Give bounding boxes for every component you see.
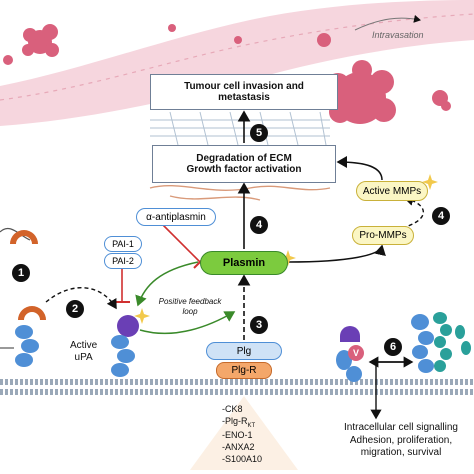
active-upa-line-1: Active: [70, 340, 98, 351]
step-4-mmp-badge: 4: [432, 207, 450, 225]
cell-membrane: [0, 379, 474, 395]
receptor-eno1: -ENO-1: [222, 430, 253, 441]
sparkle-icon: [134, 308, 150, 324]
feedback-line-2: loop: [182, 306, 198, 316]
tumour-invasion-box: Tumour cell invasion and metastasis: [150, 74, 338, 110]
vitronectin-label: V: [348, 345, 364, 361]
ecm-box-line-2: Growth factor activation: [186, 164, 302, 175]
receptor-s100a10: -S100A10: [222, 453, 263, 464]
step-6-badge: 6: [384, 338, 402, 356]
receptor-anxa2: -ANXA2: [222, 441, 255, 452]
step-2-badge: 2: [66, 300, 84, 318]
ecm-degradation-box: Degradation of ECM Growth factor activat…: [152, 145, 336, 183]
signalling-line-2: Adhesion, proliferation,: [349, 434, 453, 446]
tumour-cluster-icon: [22, 24, 59, 57]
pai2-pill: PAI-2: [104, 253, 142, 269]
tumour-box-line-1: Tumour cell invasion and: [184, 80, 304, 92]
sparkle-icon: [422, 174, 438, 190]
antiplasmin-pill: α-antiplasmin: [136, 208, 216, 226]
receptor-ck8: -CK8: [222, 404, 243, 414]
intravasation-label: Intravasation: [372, 30, 424, 40]
plasmin-pill: Plasmin: [200, 251, 288, 275]
step-1-badge: 1: [12, 264, 30, 282]
step-5-badge: 5: [250, 124, 268, 142]
signalling-line-1: Intracellular cell signalling: [344, 422, 458, 433]
receptor-plg-r-text: -Plg-R: [222, 415, 248, 426]
upa-receptor-icon: [0, 227, 46, 367]
active-upa-receptor-icon: [111, 315, 139, 377]
tumour-box-line-2: metastasis: [218, 92, 270, 103]
receptor-chain-icon: [411, 312, 471, 373]
blood-vessel: [0, 0, 474, 126]
ecm-mesh: [150, 111, 330, 146]
active-upa-label: Active uPA: [70, 340, 97, 364]
ecm-box-line-1: Degradation of ECM: [196, 152, 292, 164]
signalling-text: Intracellular cell signalling Adhesion, …: [330, 422, 472, 460]
plg-r-pill: Plg-R: [216, 362, 272, 379]
active-upa-line-2: uPA: [74, 352, 93, 363]
plg-receptor-list: -CK8 -Plg-RKT -ENO-1 -ANXA2 -S100A10: [222, 404, 262, 465]
plg-pill: Plg: [206, 342, 282, 360]
feedback-line-1: Positive feedback: [158, 297, 222, 306]
signalling-line-3: migration, survival: [360, 447, 442, 458]
pro-mmps-pill: Pro-MMPs: [352, 226, 414, 245]
feedback-loop-label: Positive feedback loop: [150, 297, 230, 316]
step-4-badge: 4: [250, 216, 268, 234]
step-3-badge: 3: [250, 316, 268, 334]
receptor-kt-subscript: KT: [247, 422, 256, 429]
sparkle-icon: [280, 250, 296, 266]
receptor-plg-rkt: -Plg-RKT: [222, 416, 262, 431]
active-mmps-pill: Active MMPs: [356, 181, 428, 201]
pai1-pill: PAI-1: [104, 236, 142, 252]
